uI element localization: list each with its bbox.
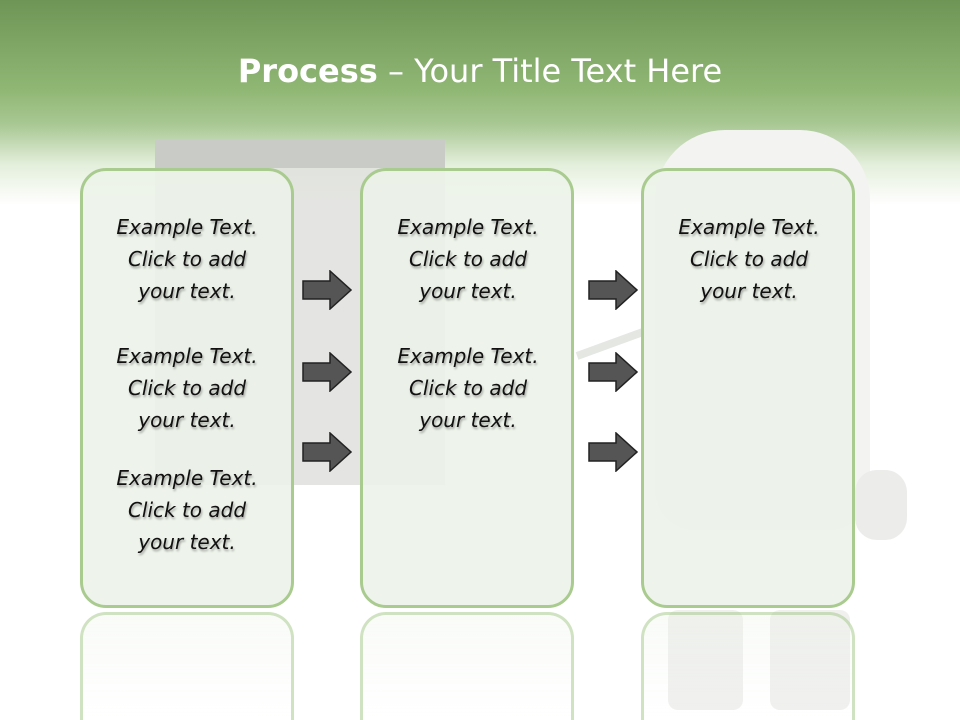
box-1-text-1[interactable]: Example Text. Click to add your text. <box>116 215 258 303</box>
title-bold-text: Process <box>237 52 378 90</box>
right-arrow-icon <box>302 270 352 310</box>
box-2-text-2[interactable]: Example Text. Click to add your text. <box>397 344 539 432</box>
process-box-3[interactable] <box>641 168 855 608</box>
background-figure-leg-left <box>668 610 743 710</box>
process-box-2-reflection <box>360 612 574 720</box>
process-box-1[interactable] <box>80 168 294 608</box>
title-rest-text: – Your Title Text Here <box>377 52 723 90</box>
process-box-3-reflection <box>641 612 855 720</box>
right-arrow-icon <box>588 432 638 472</box>
right-arrow-icon <box>302 432 352 472</box>
box-3-text-1[interactable]: Example Text. Click to add your text. <box>678 215 820 303</box>
right-arrow-icon <box>588 352 638 392</box>
box-2-text-1[interactable]: Example Text. Click to add your text. <box>397 215 539 303</box>
box-1-text-3[interactable]: Example Text. Click to add your text. <box>116 466 258 554</box>
right-arrow-icon <box>588 270 638 310</box>
slide-title[interactable]: Process – Your Title Text Here <box>0 52 960 90</box>
process-box-1-reflection <box>80 612 294 720</box>
background-board-header <box>155 140 445 168</box>
process-box-2[interactable] <box>360 168 574 608</box>
box-1-text-2[interactable]: Example Text. Click to add your text. <box>116 344 258 432</box>
background-figure-hand <box>855 470 907 540</box>
right-arrow-icon <box>302 352 352 392</box>
